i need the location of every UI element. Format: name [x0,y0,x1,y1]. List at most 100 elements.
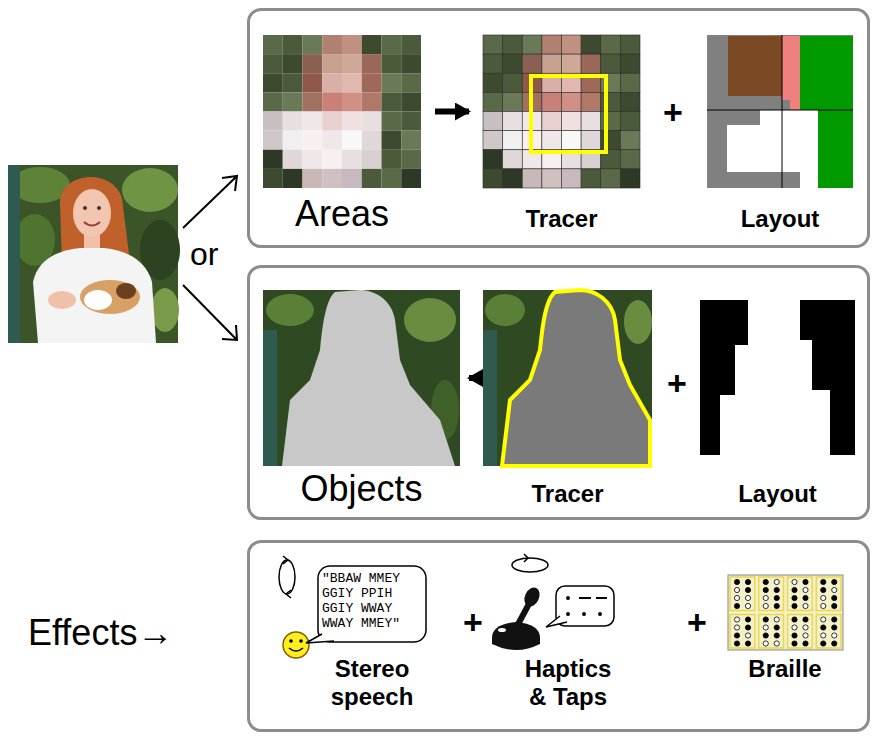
mosaic-cell [303,112,323,131]
mosaic-cell [303,73,323,92]
mosaic-cell [542,112,562,131]
mosaic-cell [620,169,640,188]
braille-dot [803,595,808,600]
photo-ground [263,290,460,466]
mosaic-cell [401,92,421,111]
mosaic-cell [562,169,582,188]
braille-dot [803,641,808,646]
plus-sign: + [667,366,687,400]
mosaic-cell [503,35,523,54]
braille-dot [774,617,779,622]
mosaic-cell [362,73,382,92]
mosaic-cell [322,73,342,92]
mosaic-cell [401,112,421,131]
plus-sign: + [463,605,483,639]
foliage [151,288,179,332]
mosaic-cell [283,169,303,188]
mosaic-cell [283,92,303,111]
face [73,189,111,237]
braille-dot [832,595,837,600]
mosaic-cell [503,92,523,111]
braille-dot [745,625,750,630]
tracer-box [531,76,606,152]
mosaic-cell [562,131,582,150]
stage-label: Tracer [483,205,640,233]
braille-dot [774,587,779,592]
braille-dot [803,579,808,584]
bubble-tail [306,634,334,643]
braille-dot [803,625,808,630]
mosaic-cell [562,54,582,73]
mosaic-cell [562,35,582,54]
mosaic-cell [542,131,562,150]
braille-cell [788,577,813,611]
mosaic-cell [382,92,402,111]
layout-line [707,110,853,111]
braille-dot [745,641,750,646]
mosaic-cell [263,54,283,73]
object-layout [700,300,855,455]
braille-dot [763,617,768,622]
mosaic-cell [362,112,382,131]
braille-dot [763,595,768,600]
braille-dot [734,641,739,646]
braille-dot [792,641,797,646]
mosaic-cell [263,35,283,54]
braille-dot [821,579,826,584]
mosaic-cell [620,131,640,150]
mosaic-cell [401,131,421,150]
bubble-tail [546,616,567,627]
braille-dot [734,579,739,584]
mosaic-cell [303,54,323,73]
mosaic-cell [401,169,421,188]
mosaic-cell [382,169,402,188]
mosaic-cell [620,35,640,54]
mosaic-cell [362,92,382,111]
foliage [122,168,178,212]
braille-dot [734,617,739,622]
tap-dot [582,612,586,616]
braille-dot [763,641,768,646]
mosaic-cell [581,131,601,150]
mosaic-cell [382,112,402,131]
stage-label: Tracer [483,480,652,508]
braille-dot [774,633,779,638]
layout-region [720,300,830,455]
mosaic-cell [263,131,283,150]
stage-box: Layout [700,300,855,508]
tap-dot [566,612,570,616]
mosaic-cell [283,35,303,54]
braille-cells [730,577,841,648]
braille-dot [774,579,779,584]
braille-dot [832,641,837,646]
mosaic-cell [542,92,562,111]
mosaic-cell [522,54,542,73]
tracer-mosaic [483,35,640,188]
stage-box: Areas [263,35,421,234]
braille-dot [774,641,779,646]
split-arrow [183,285,237,340]
mosaic-cell [483,150,503,169]
mosaic-cell [263,150,283,169]
mosaic-cell [362,131,382,150]
mosaic-cell [382,54,402,73]
arrow-head [286,590,291,598]
mosaic-cell [601,169,621,188]
stage-box: Tracer [483,35,640,233]
mosaic-cell [581,92,601,111]
mosaic-cell [401,150,421,169]
braille-dot [803,603,808,608]
braille-dot [763,603,768,608]
braille-dot [792,579,797,584]
mosaic-cell [483,112,503,131]
mosaic-cell [483,54,503,73]
braille-cell [816,615,841,649]
shirt [33,248,156,343]
braille-dot [832,579,837,584]
mosaic-cell [601,131,621,150]
stage-label: Braille [725,655,845,683]
group-panel: +AreasTracerLayout [247,8,870,248]
braille-dot [821,641,826,646]
stereo-icon [279,556,426,658]
